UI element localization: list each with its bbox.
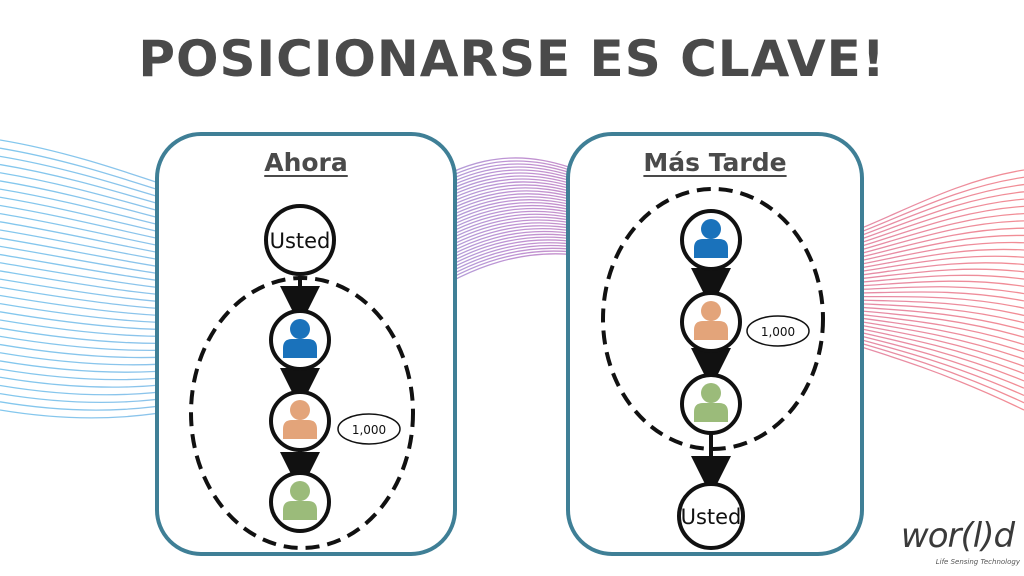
panel-later: Más Tarde <box>566 132 864 556</box>
panel-now: Ahora Usted <box>155 132 457 556</box>
callout-count-label: 1,000 <box>352 423 386 437</box>
callout-count: 1,000 <box>746 315 810 347</box>
brand-tagline: Life Sensing Technology <box>935 558 1020 566</box>
brand-logo-text: wor(l)d <box>900 516 1015 556</box>
person-icon <box>283 481 317 520</box>
wave-line <box>0 210 1024 312</box>
node-person-blue <box>680 209 742 271</box>
wave-ribbon <box>0 139 1024 419</box>
node-person-orange <box>269 390 331 452</box>
person-icon <box>694 383 728 422</box>
wave-line <box>0 239 1024 381</box>
wave-line <box>0 247 1024 403</box>
person-icon <box>283 319 317 358</box>
page-title: POSICIONARSE ES CLAVE! <box>138 30 886 88</box>
brand-logo: wor(l)d Life Sensing Technology <box>895 516 1020 572</box>
wave-line <box>0 244 1024 396</box>
node-usted: Usted <box>677 482 745 550</box>
diagram-later: Usted 1,000 <box>601 187 825 550</box>
person-icon <box>694 219 728 258</box>
node-person-blue <box>269 309 331 371</box>
person-icon <box>694 301 728 340</box>
diagram-now: Usted 1,000 <box>189 204 415 550</box>
callout-count: 1,000 <box>337 413 401 445</box>
node-person-green <box>269 471 331 533</box>
node-person-green <box>680 373 742 435</box>
callout-count-label: 1,000 <box>761 325 795 339</box>
wave-line <box>0 219 1024 331</box>
wave-line <box>0 169 1024 260</box>
wave-line <box>0 233 1024 366</box>
panel-heading-now: Ahora <box>264 148 348 177</box>
node-usted-label: Usted <box>270 229 331 253</box>
panel-heading-later: Más Tarde <box>643 148 787 177</box>
node-usted: Usted <box>264 204 336 276</box>
person-icon <box>283 400 317 439</box>
node-person-orange <box>680 291 742 353</box>
node-usted-label: Usted <box>681 505 742 529</box>
